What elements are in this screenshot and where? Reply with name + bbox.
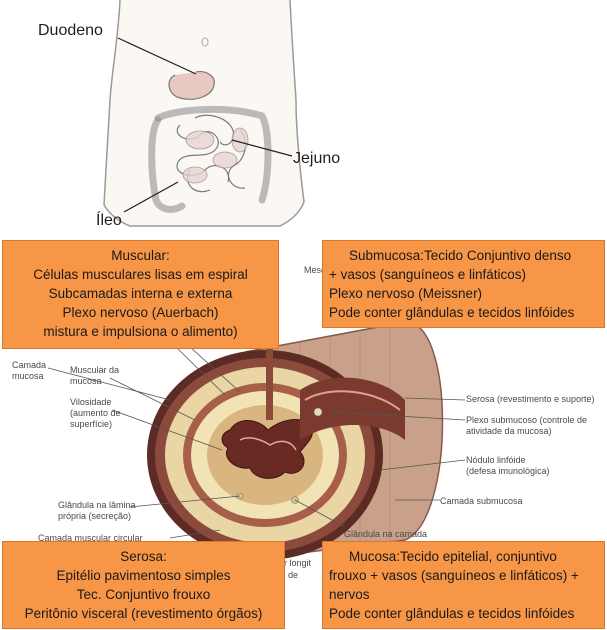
de-label: de (288, 570, 298, 581)
glandula-lamina-label: Glândula na lâmina própria (secreção) (58, 500, 136, 522)
longit-label: r longit (284, 558, 311, 569)
serosa-description-label: Serosa (revestimento e suporte) (466, 394, 595, 405)
glandula-camada-label: Glândula na camada (344, 529, 427, 540)
vilosidade-label: Vilosidade (aumento de superfície) (70, 397, 121, 430)
muscular-line: Plexo nervoso (Auerbach) (3, 303, 278, 322)
serosa-box: Serosa: Epitélio pavimentoso simples Tec… (2, 541, 285, 629)
mucosa-line: Pode conter glândulas e tecidos linfóide… (329, 604, 604, 623)
submucosa-line: Pode conter glândulas e tecidos linfóide… (329, 303, 604, 322)
serosa-title: Serosa: (3, 547, 284, 566)
camada-mucosa-label: Camada mucosa (12, 360, 46, 382)
mucosa-line: nervos (329, 585, 604, 604)
submucosa-line: Submucosa:Tecido Conjuntivo denso (329, 246, 604, 265)
submucosa-line: Plexo nervoso (Meissner) (329, 284, 604, 303)
camada-submucosa-label: Camada submucosa (440, 496, 523, 507)
muscular-line: Células musculares lisas em espiral (3, 265, 278, 284)
submucosa-box: Submucosa:Tecido Conjuntivo denso + vaso… (322, 240, 605, 328)
muscular-da-mucosa-label: Muscular da mucosa (70, 365, 119, 387)
serosa-line: Epitélio pavimentoso simples (3, 566, 284, 585)
nodulo-linfoide-label: Nódulo linfóide (defesa imunológica) (466, 455, 550, 477)
muscular-box: Muscular: Células musculares lisas em es… (2, 240, 279, 349)
plexo-submucoso-label: Plexo submucoso (controle de atividade d… (466, 415, 587, 437)
muscular-title: Muscular: (3, 246, 278, 265)
mucosa-box: Mucosa:Tecido epitelial, conjuntivo frou… (322, 541, 605, 629)
mucosa-line: Mucosa:Tecido epitelial, conjuntivo (329, 547, 604, 566)
serosa-line: Tec. Conjuntivo frouxo (3, 585, 284, 604)
muscular-line: Subcamadas interna e externa (3, 284, 278, 303)
submucosa-line: + vasos (sanguíneos e linfáticos) (329, 265, 604, 284)
mucosa-line: frouxo + vasos (sanguíneos e linfáticos)… (329, 566, 604, 585)
serosa-line: Peritônio visceral (revestimento órgãos) (3, 604, 284, 623)
muscular-line: mistura e impulsiona o alimento) (3, 322, 278, 341)
